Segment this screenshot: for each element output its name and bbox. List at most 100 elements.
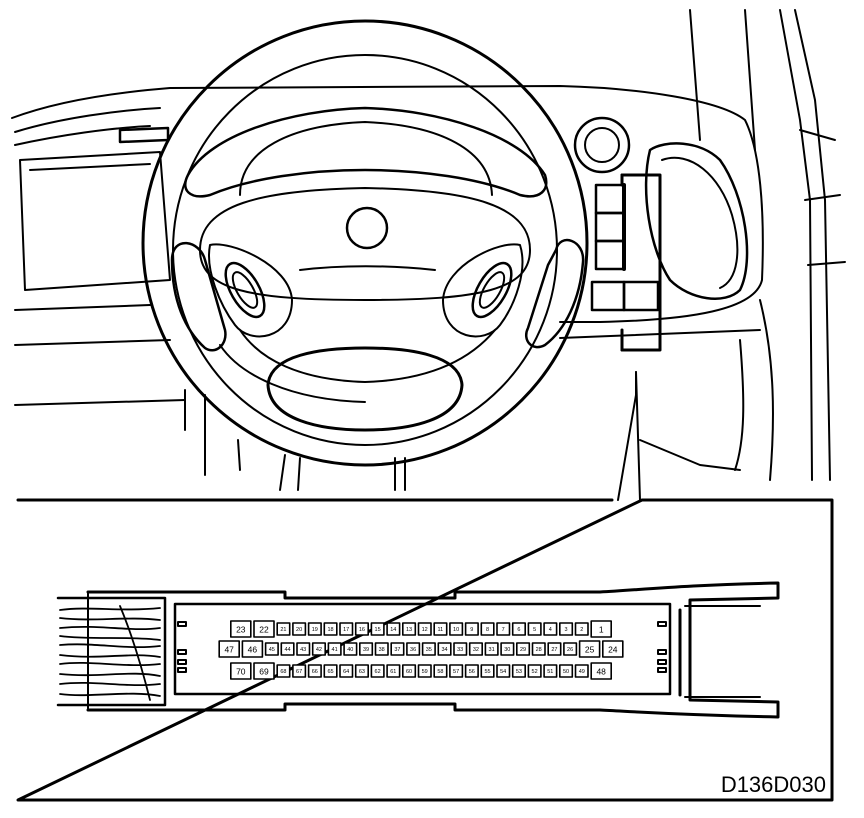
pin-cavity-3: [558, 622, 574, 636]
pin-cavity-47: [218, 640, 240, 658]
pin-cavity-41: [327, 642, 342, 656]
pin-label-64: 64: [343, 669, 349, 675]
pin-cavity-20: [292, 622, 307, 636]
pin-label-38: 38: [379, 647, 385, 653]
pin-label-42: 42: [316, 647, 322, 653]
pin-cavity-35: [421, 642, 436, 656]
ecu-hidden-outline: [620, 173, 662, 352]
pin-label-11: 11: [438, 627, 444, 633]
pin-cavity-1: [590, 620, 613, 638]
pin-cavity-14: [386, 622, 401, 636]
pin-label-28: 28: [536, 647, 542, 653]
pin-label-33: 33: [457, 647, 463, 653]
pin-cavity-4: [543, 622, 558, 636]
pin-label-69: 69: [259, 667, 269, 677]
pin-label-67: 67: [296, 669, 302, 675]
pin-label-46: 46: [248, 645, 258, 655]
pin-label-41: 41: [332, 647, 338, 653]
pin-cavity-38: [374, 642, 389, 656]
pin-cavity-29: [515, 642, 531, 656]
pin-cavity-33: [453, 642, 468, 656]
pin-label-17: 17: [343, 627, 349, 633]
locking-slots: [177, 621, 667, 673]
right-vent: [644, 142, 749, 300]
pin-cavity-15: [370, 622, 385, 636]
pin-label-7: 7: [502, 627, 505, 633]
pin-label-65: 65: [327, 669, 333, 675]
pin-cavity-36: [406, 642, 421, 656]
pin-label-23: 23: [236, 625, 246, 635]
pin-label-20: 20: [296, 627, 302, 633]
pin-label-1: 1: [599, 625, 604, 635]
wheel-outer-rim: [141, 19, 589, 467]
pin-cavity-9: [464, 622, 479, 636]
pin-label-14: 14: [390, 627, 396, 633]
pin-cavity-7: [496, 622, 511, 636]
pin-label-40: 40: [347, 647, 353, 653]
pin-cavity-37: [390, 642, 405, 656]
pin-cavity-64: [339, 664, 354, 678]
pin-label-6: 6: [517, 627, 520, 633]
steering-wheel: [141, 19, 589, 467]
pin-label-12: 12: [422, 627, 428, 633]
pin-label-5: 5: [533, 627, 536, 633]
pin-cavity-26: [563, 642, 578, 656]
leader-line: [617, 371, 637, 501]
pin-cavity-50: [558, 664, 574, 678]
pin-cavity-58: [433, 664, 448, 678]
switch-5: [622, 280, 660, 312]
pin-cavity-63: [354, 664, 370, 678]
pin-label-3: 3: [564, 627, 567, 633]
pin-label-24: 24: [608, 645, 618, 655]
pin-cavity-16: [354, 622, 370, 636]
pin-label-54: 54: [500, 669, 506, 675]
switch-4: [590, 280, 626, 312]
pin-cavity-48: [590, 662, 613, 680]
pin-cavity-11: [433, 622, 448, 636]
pin-label-29: 29: [520, 647, 526, 653]
pin-label-53: 53: [516, 669, 522, 675]
pin-cavity-6: [511, 622, 527, 636]
pin-label-9: 9: [470, 627, 473, 633]
pin-label-21: 21: [280, 627, 286, 633]
pin-label-4: 4: [549, 627, 552, 633]
pin-cavity-45: [264, 642, 279, 656]
pin-cavity-5: [527, 622, 542, 636]
pin-cavity-22: [253, 620, 275, 638]
pin-cavity-69: [253, 662, 275, 680]
pin-label-34: 34: [441, 647, 447, 653]
pin-cavity-27: [547, 642, 562, 656]
pin-cavity-21: [276, 622, 291, 636]
pin-label-39: 39: [363, 647, 369, 653]
detail-frame: [16, 498, 834, 802]
pin-label-55: 55: [484, 669, 490, 675]
pin-label-43: 43: [300, 647, 306, 653]
connector-face: [173, 602, 672, 696]
pin-label-10: 10: [453, 627, 459, 633]
pin-label-13: 13: [406, 627, 412, 633]
pin-label-44: 44: [284, 647, 290, 653]
pin-label-58: 58: [437, 669, 443, 675]
left-switch: [224, 261, 266, 319]
pin-cavity-34: [437, 642, 452, 656]
pin-cavity-13: [401, 622, 417, 636]
pin-label-57: 57: [453, 669, 459, 675]
pin-cavity-70: [230, 662, 252, 680]
pin-cavity-42: [311, 642, 327, 656]
pin-label-70: 70: [236, 667, 246, 677]
pin-label-60: 60: [406, 669, 412, 675]
pin-label-63: 63: [359, 669, 365, 675]
pin-cavity-62: [370, 664, 385, 678]
pin-label-48: 48: [596, 667, 606, 677]
pin-label-68: 68: [280, 669, 286, 675]
ignition-ring: [573, 116, 631, 174]
pin-cavity-10: [449, 622, 464, 636]
pin-cavity-56: [464, 664, 479, 678]
reference-code: D136D030: [721, 772, 826, 797]
pin-label-15: 15: [375, 627, 381, 633]
pin-cavity-65: [323, 664, 338, 678]
pin-label-26: 26: [567, 647, 573, 653]
